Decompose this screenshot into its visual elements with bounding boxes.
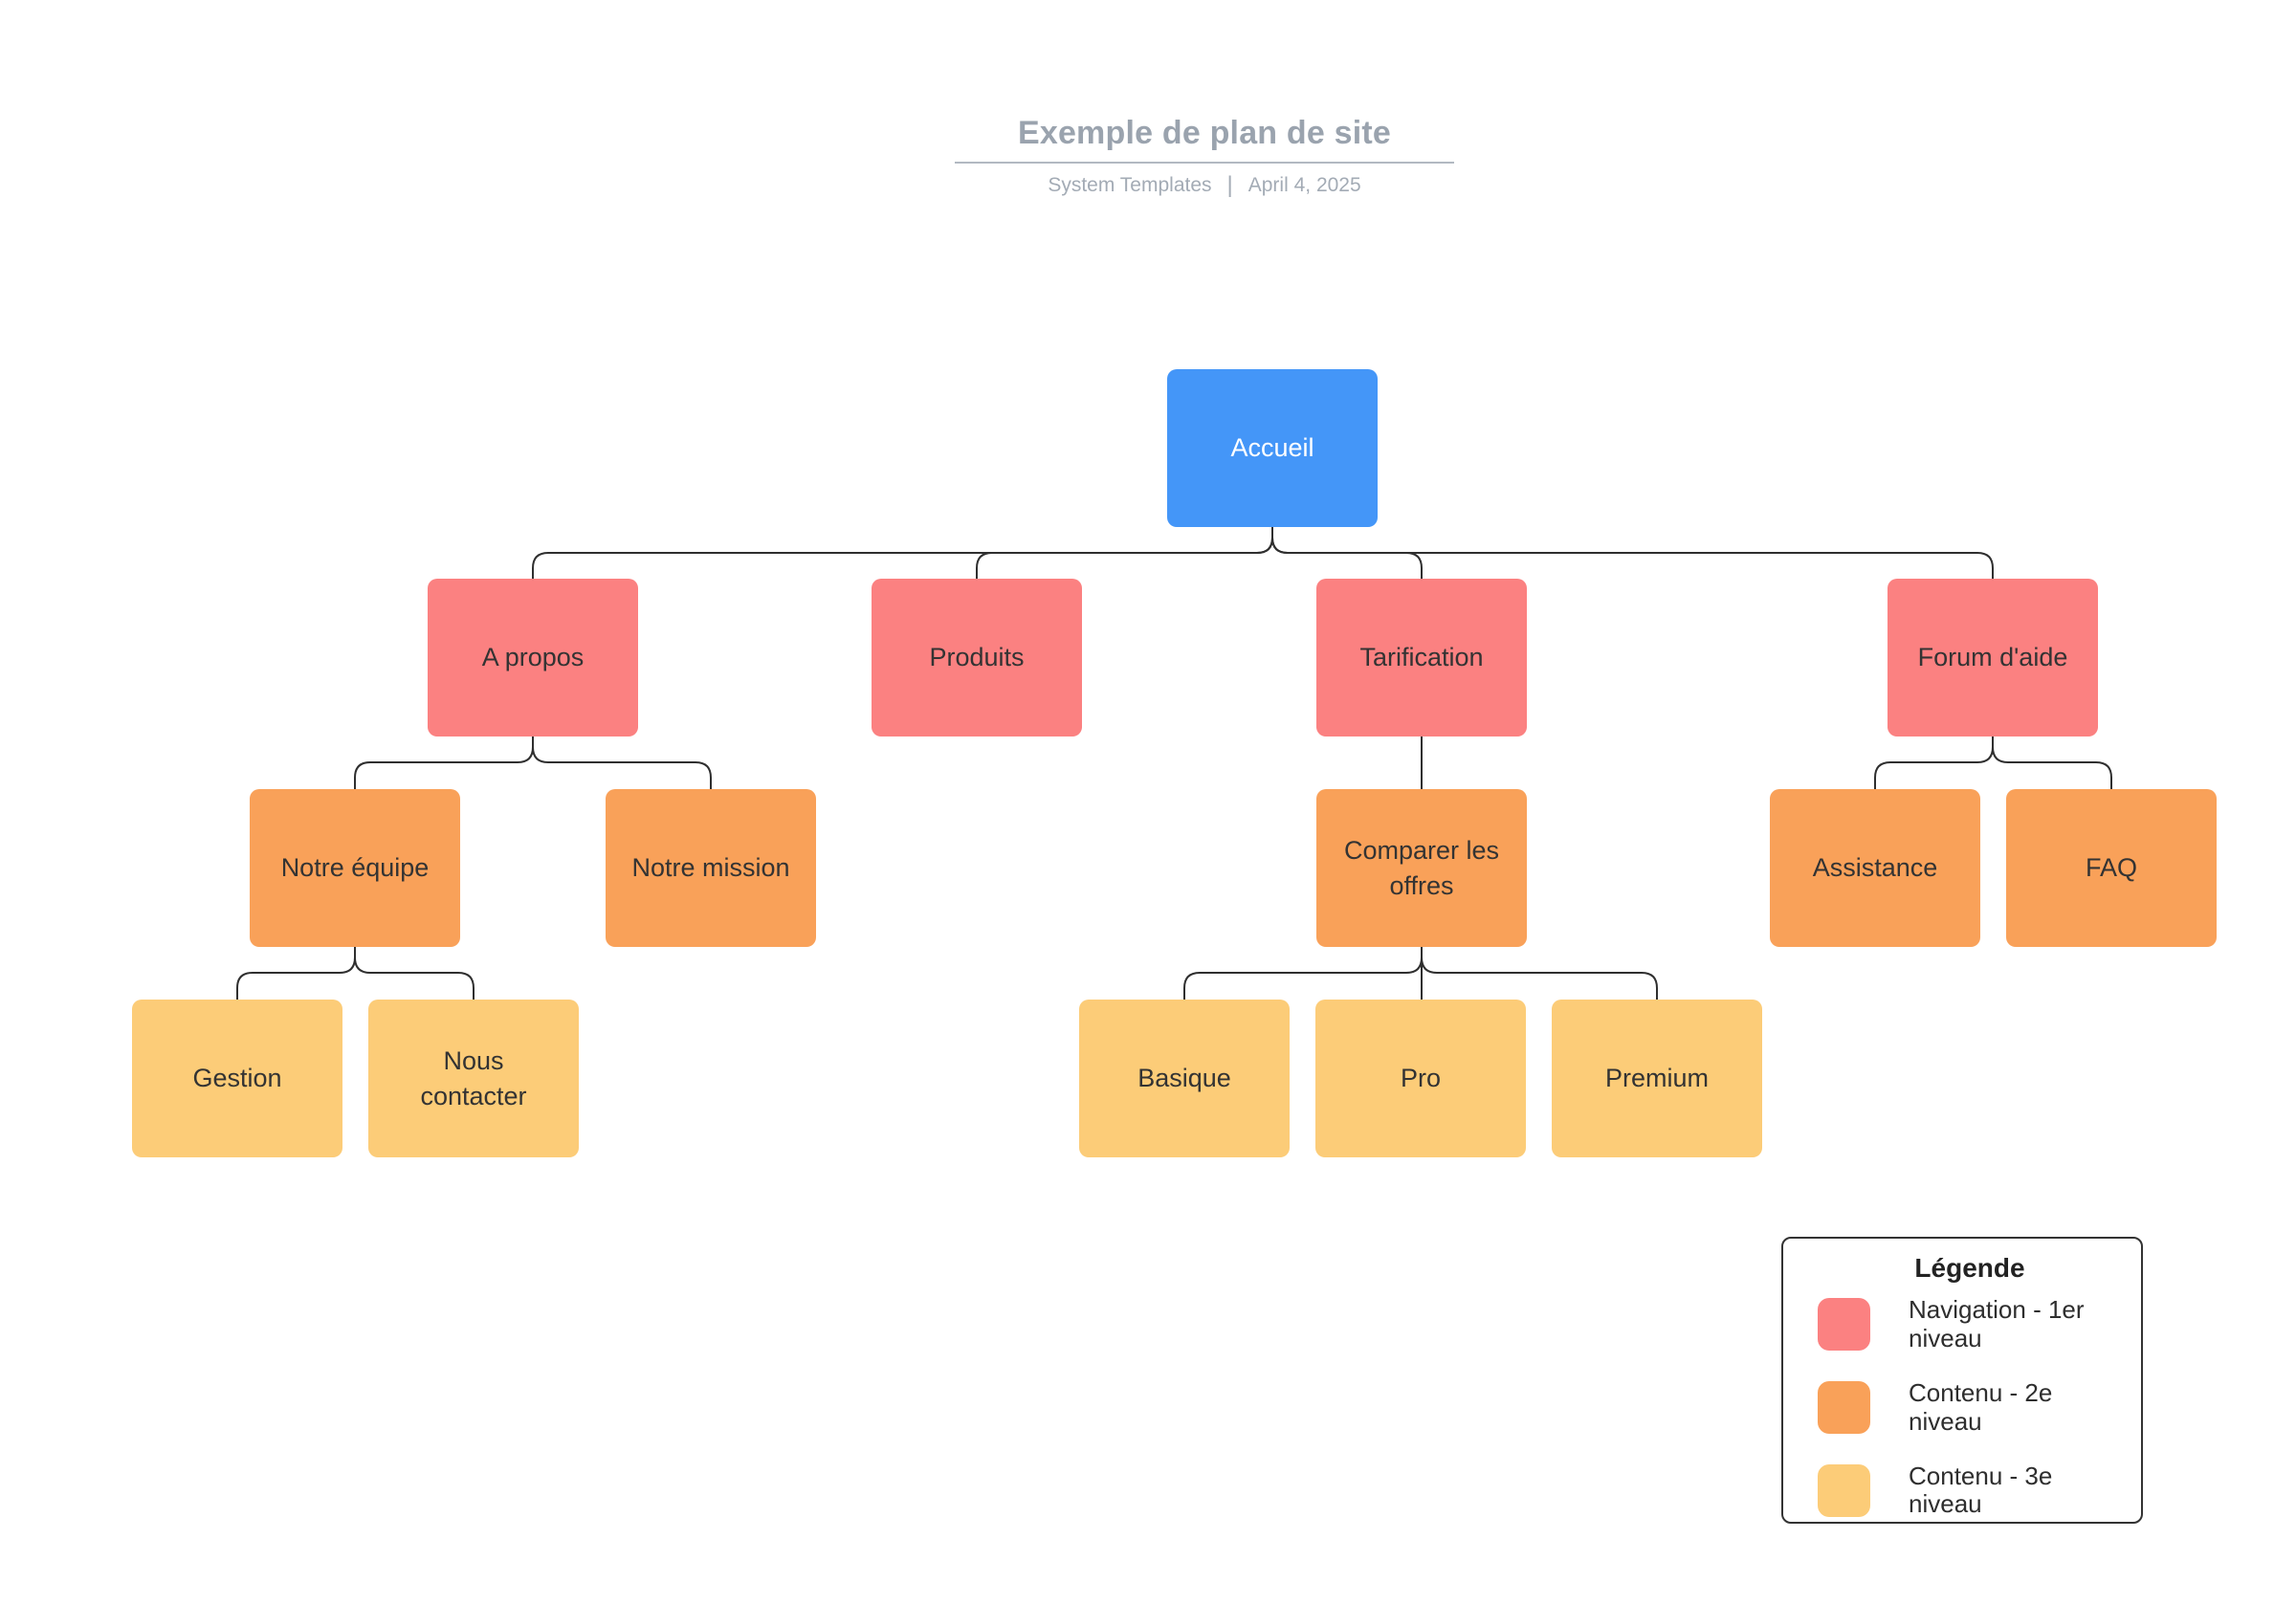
connector-accueil-to-tarification: [1271, 527, 1423, 579]
node-pro: Pro: [1315, 1000, 1526, 1157]
legend-swatch-contenu-3e-niveau: [1818, 1463, 1870, 1517]
legend-item-contenu-2e-niveau: Contenu - 2e niveau: [1818, 1377, 2122, 1437]
connector-comparer-les-offres-to-basique: [1183, 947, 1423, 1000]
legend-label: Contenu - 3e niveau: [1909, 1461, 2053, 1519]
connector-accueil-to-forum-daide: [1271, 527, 1994, 579]
node-label: Premium: [1604, 1064, 1709, 1093]
node-label: Assistance: [1812, 853, 1938, 883]
connector-accueil-to-a-propos: [532, 527, 1273, 579]
node-label: Notre équipe: [280, 853, 430, 883]
node-label: Produits: [929, 643, 1025, 672]
node-label: A propos: [481, 643, 585, 672]
node-comparer-les-offres: Comparer les offres: [1316, 789, 1527, 947]
node-label: Tarification: [1359, 643, 1484, 672]
node-label: Gestion: [192, 1064, 282, 1093]
connector-forum-daide-to-faq: [1992, 737, 2112, 789]
node-label: Comparer les offres: [1343, 836, 1500, 900]
node-faq: FAQ: [2006, 789, 2217, 947]
title-block: Exemple de plan de site System Templates…: [955, 115, 1454, 199]
legend-swatch-contenu-2e-niveau: [1818, 1381, 1870, 1435]
legend-swatch-navigation-1er-niveau: [1818, 1298, 1870, 1352]
node-nous-contacter: Nous contacter: [368, 1000, 579, 1157]
node-label: Basique: [1137, 1064, 1231, 1093]
connector-comparer-les-offres-to-premium: [1421, 947, 1658, 1000]
legend-title: Légende: [1914, 1253, 2025, 1283]
page-title: Exemple de plan de site: [955, 115, 1454, 164]
connector-notre-equipe-to-gestion: [236, 947, 356, 1000]
connector-a-propos-to-notre-mission: [532, 737, 712, 789]
node-produits: Produits: [872, 579, 1082, 737]
node-basique: Basique: [1079, 1000, 1290, 1157]
node-forum-daide: Forum d'aide: [1888, 579, 2098, 737]
node-a-propos: A propos: [428, 579, 638, 737]
legend-item-contenu-3e-niveau: Contenu - 3e niveau: [1818, 1462, 2122, 1520]
node-premium: Premium: [1552, 1000, 1762, 1157]
node-label: FAQ: [2085, 853, 2137, 883]
connector-accueil-to-produits: [976, 527, 1273, 579]
node-accueil: Accueil: [1167, 369, 1378, 527]
node-tarification: Tarification: [1316, 579, 1527, 737]
connector-notre-equipe-to-nous-contacter: [354, 947, 475, 1000]
legend-item-navigation-1er-niveau: Navigation - 1er niveau: [1818, 1295, 2122, 1353]
legend-label: Navigation - 1er niveau: [1909, 1295, 2085, 1352]
legend-label: Contenu - 2e niveau: [1909, 1377, 2053, 1436]
node-notre-equipe: Notre équipe: [250, 789, 460, 947]
node-label: Pro: [1400, 1064, 1442, 1093]
subtitle-separator: |: [1226, 172, 1233, 198]
doc-author: System Templates: [1048, 174, 1212, 196]
node-label: Nous contacter: [420, 1046, 527, 1110]
node-gestion: Gestion: [132, 1000, 342, 1157]
node-label: Notre mission: [631, 853, 790, 883]
node-assistance: Assistance: [1770, 789, 1980, 947]
connector-forum-daide-to-assistance: [1874, 737, 1994, 789]
doc-date: April 4, 2025: [1247, 174, 1361, 196]
connector-a-propos-to-notre-equipe: [354, 737, 534, 789]
node-label: Accueil: [1230, 433, 1314, 463]
node-notre-mission: Notre mission: [606, 789, 816, 947]
node-label: Forum d'aide: [1917, 643, 2068, 672]
doc-subtitle: System Templates | April 4, 2025: [955, 172, 1454, 199]
